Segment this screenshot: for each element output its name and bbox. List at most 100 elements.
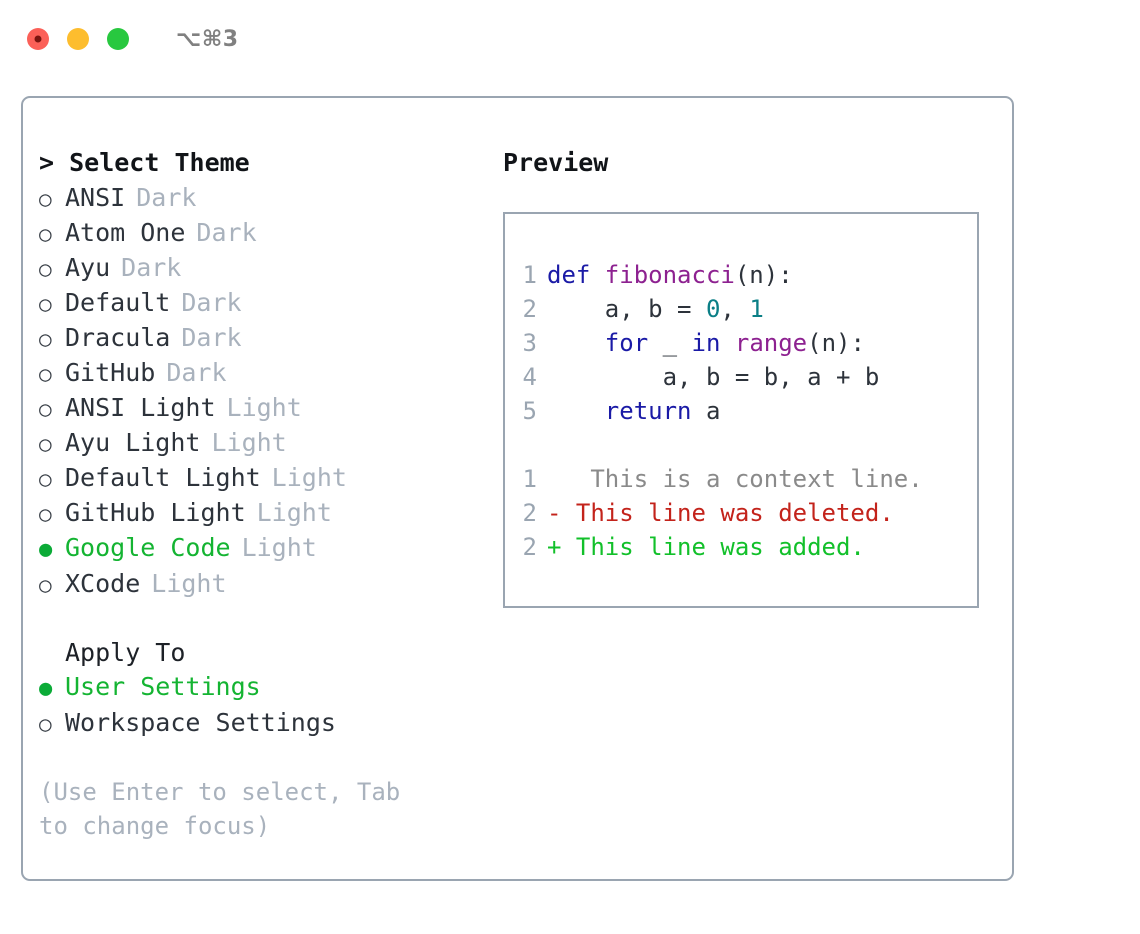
code-token — [547, 329, 605, 357]
theme-option-name: Google Code — [65, 533, 231, 562]
diff-line-deleted: 2- This line was deleted. — [505, 496, 977, 530]
code-line-text: def fibonacci(n): — [547, 258, 793, 292]
theme-option-category: Dark — [136, 183, 197, 212]
code-line: 5 return a — [505, 394, 977, 428]
theme-option-category: Dark — [196, 218, 257, 247]
theme-option-dracula[interactable]: ○ Dracula Dark — [39, 321, 479, 356]
code-line-text: a, b = b, a + b — [547, 360, 880, 394]
title-bar: ⌥⌘3 — [0, 0, 1140, 78]
minimize-window-button[interactable] — [67, 28, 89, 50]
apply-to-list[interactable]: ● User Settings ○ Workspace Settings — [39, 670, 479, 741]
apply-to-section: Apply To ● User Settings ○ Workspace Settin… — [39, 636, 479, 741]
apply-to-option-label: User Settings — [65, 672, 261, 701]
radio-selected-icon[interactable]: ● — [39, 537, 53, 562]
theme-option-category: Dark — [166, 358, 227, 387]
theme-option-default-light[interactable]: ○ Default Light Light — [39, 461, 479, 496]
apply-to-option-label: Workspace Settings — [65, 708, 336, 737]
keyboard-hint-text: (Use Enter to select, Tab to change focu… — [39, 778, 415, 840]
theme-option-google-code[interactable]: ● Google Code Light — [39, 531, 479, 567]
code-token: a — [691, 397, 721, 425]
line-number: 5 — [522, 397, 537, 425]
radio-unselected-icon[interactable]: ○ — [39, 712, 52, 736]
line-number: 3 — [522, 329, 537, 357]
radio-unselected-icon[interactable]: ○ — [39, 257, 52, 281]
line-number: 1 — [522, 261, 537, 289]
theme-option-name: ANSI Light — [65, 393, 216, 422]
apply-to-option-user-settings[interactable]: ● User Settings — [39, 670, 479, 706]
radio-unselected-icon[interactable]: ○ — [39, 502, 52, 526]
theme-option-ansi[interactable]: ○ ANSI Dark — [39, 181, 479, 216]
radio-unselected-icon[interactable]: ○ — [39, 292, 52, 316]
theme-option-default[interactable]: ○ Default Dark — [39, 286, 479, 321]
apply-to-option-workspace-settings[interactable]: ○ Workspace Settings — [39, 706, 479, 741]
code-token: (n): — [734, 261, 793, 289]
radio-unselected-icon[interactable]: ○ — [39, 222, 52, 246]
theme-option-name: XCode — [65, 569, 141, 598]
theme-option-category: Dark — [181, 323, 242, 352]
radio-unselected-icon[interactable]: ○ — [39, 187, 52, 211]
theme-option-github-light[interactable]: ○ GitHub Light Light — [39, 496, 479, 531]
radio-unselected-icon[interactable]: ○ — [39, 327, 52, 351]
line-number: 2 — [522, 295, 537, 323]
apply-to-heading: Apply To — [65, 638, 186, 667]
theme-option-name: Atom One — [65, 218, 186, 247]
code-token: 1 — [749, 295, 764, 323]
theme-option-name: Default — [65, 288, 171, 317]
code-token: (n): — [807, 329, 865, 357]
theme-option-category: Light — [271, 463, 347, 492]
theme-option-category: Dark — [181, 288, 242, 317]
line-number: 1 — [522, 465, 537, 493]
code-token: for — [604, 329, 649, 357]
theme-option-name: GitHub Light — [65, 498, 246, 527]
code-line: 4 a, b = b, a + b — [505, 360, 977, 394]
theme-option-category: Light — [256, 498, 332, 527]
radio-unselected-icon[interactable]: ○ — [39, 432, 52, 456]
code-token: in — [691, 329, 721, 357]
theme-option-category: Light — [241, 533, 317, 562]
theme-option-name: ANSI — [65, 183, 126, 212]
line-number: 2 — [522, 533, 537, 561]
theme-option-atom-one[interactable]: ○ Atom One Dark — [39, 216, 479, 251]
code-token: _ — [648, 329, 692, 357]
code-line-text: a, b = 0, 1 — [547, 292, 764, 326]
radio-unselected-icon[interactable]: ○ — [39, 467, 52, 491]
diff-line-context: 1 This is a context line. — [505, 462, 977, 496]
theme-option-category: Light — [151, 569, 227, 598]
diff-line-added: 2+ This line was added. — [505, 530, 977, 564]
preview-heading: Preview — [503, 148, 609, 177]
radio-unselected-icon[interactable]: ○ — [39, 397, 52, 421]
theme-option-xcode[interactable]: ○ XCode Light — [39, 567, 479, 602]
radio-unselected-icon[interactable]: ○ — [39, 362, 52, 386]
theme-option-name: Dracula — [65, 323, 171, 352]
theme-option-name: GitHub — [65, 358, 156, 387]
radio-unselected-icon[interactable]: ○ — [39, 573, 52, 597]
code-line: 2 a, b = 0, 1 — [505, 292, 977, 326]
code-token: 0 — [705, 295, 721, 323]
theme-option-github[interactable]: ○ GitHub Dark — [39, 356, 479, 391]
diff-line-text: - This line was deleted. — [547, 499, 894, 527]
keyboard-shortcut-label: ⌥⌘3 — [176, 26, 239, 52]
code-token: return — [604, 397, 692, 425]
code-token: fibonacci — [604, 261, 735, 289]
maximize-window-button[interactable] — [107, 28, 129, 50]
code-token: a, b = b, a + b — [547, 363, 880, 391]
theme-option-ansi-light[interactable]: ○ ANSI Light Light — [39, 391, 479, 426]
window-controls — [27, 28, 129, 50]
theme-option-category: Light — [226, 393, 302, 422]
code-token — [720, 329, 734, 357]
theme-option-name: Default Light — [65, 463, 261, 492]
radio-selected-icon[interactable]: ● — [39, 676, 53, 701]
select-theme-heading: > Select Theme — [39, 148, 250, 177]
close-window-button[interactable] — [27, 28, 49, 50]
code-line: 1 def fibonacci(n): — [505, 258, 977, 292]
code-token — [547, 397, 605, 425]
